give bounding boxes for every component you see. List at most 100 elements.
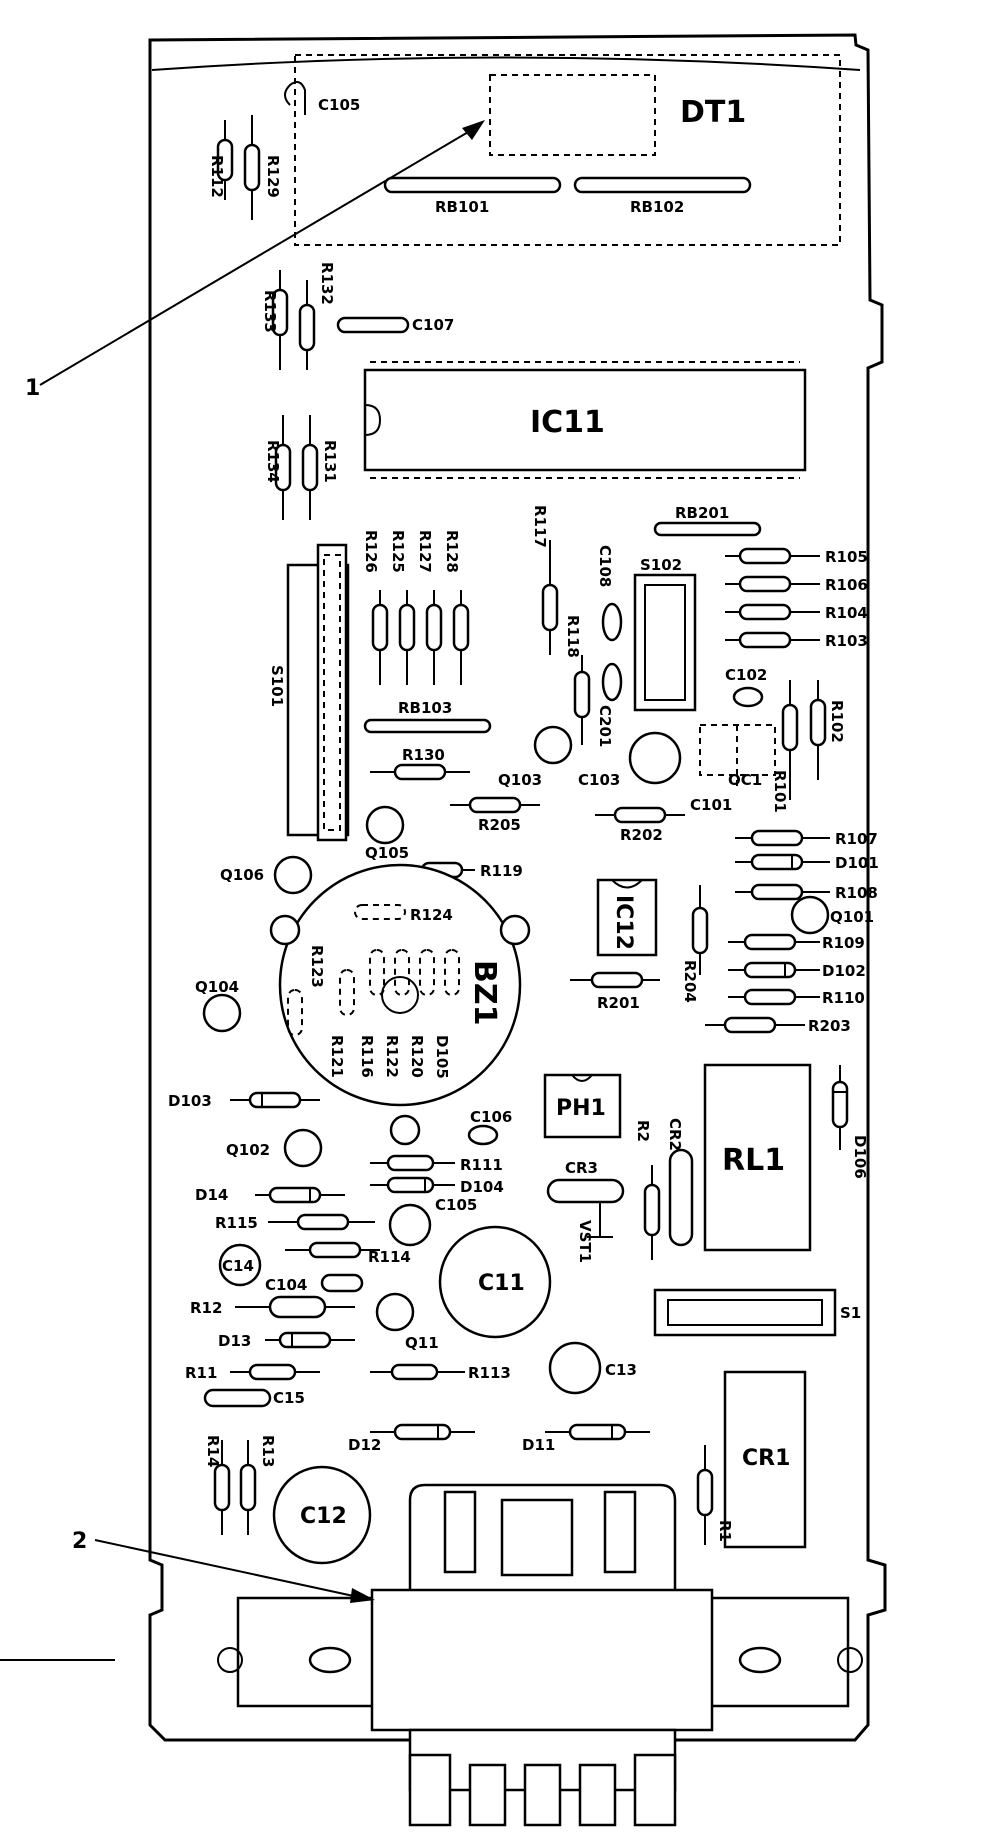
resistor-r115 <box>268 1213 375 1231</box>
varistor-vst1 <box>587 1202 613 1238</box>
callout-1-leader <box>39 124 481 386</box>
resistor-r108 <box>735 883 830 901</box>
transformer <box>217 1483 863 1827</box>
resistor-r111 <box>370 1154 455 1172</box>
label-d102: D102 <box>822 962 866 980</box>
resistor-r202 <box>595 806 685 824</box>
label-q101: Q101 <box>830 908 874 926</box>
resistor-r133 <box>271 270 289 370</box>
label-rb103: RB103 <box>398 699 452 717</box>
ic-ic12 <box>596 878 658 957</box>
label-cr2: CR2 <box>666 1118 684 1151</box>
buzzer-bz1 <box>269 863 531 1146</box>
label-r133: R133 <box>261 290 279 333</box>
label-q102: Q102 <box>226 1141 270 1159</box>
resistor-r205 <box>450 796 540 814</box>
label-s1: S1 <box>840 1304 861 1322</box>
resistor-r106 <box>725 575 820 593</box>
label-q104: Q104 <box>195 978 239 996</box>
capacitor-c105 <box>284 80 306 115</box>
label-r12: R12 <box>190 1299 222 1317</box>
label-bz1: BZ1 <box>467 960 502 1026</box>
resistor-r129 <box>243 115 261 220</box>
resistor-r131 <box>301 415 319 520</box>
resistor-r123 <box>287 989 303 1036</box>
label-d14: D14 <box>195 1186 228 1204</box>
label-vst1: VST1 <box>576 1220 594 1263</box>
label-cr3: CR3 <box>565 1159 598 1177</box>
capacitor-cr3 <box>546 1178 625 1204</box>
capacitor-c106 <box>467 1124 499 1146</box>
label-s102: S102 <box>640 556 682 574</box>
capacitor-c107 <box>336 316 410 334</box>
resistor-r203 <box>705 1016 805 1034</box>
label-r119: R119 <box>480 862 523 880</box>
diode-d102 <box>728 961 820 979</box>
label-r14: R14 <box>204 1435 222 1467</box>
resistor-r134 <box>274 415 292 520</box>
label-r13: R13 <box>259 1435 277 1467</box>
resistor-r126 <box>371 590 389 685</box>
callout-1-number: 1 <box>25 376 40 401</box>
capacitor-c13 <box>548 1341 602 1395</box>
resistor-bank-rb101 <box>383 176 562 194</box>
label-r201: R201 <box>597 994 640 1012</box>
callout-2-arrowhead <box>350 1588 375 1603</box>
capacitor-c12 <box>272 1465 372 1565</box>
label-c104: C104 <box>265 1276 307 1294</box>
label-d104: D104 <box>460 1178 504 1196</box>
resistor-r127 <box>425 590 443 685</box>
label-r117: R117 <box>531 505 549 548</box>
resistor-r120 <box>419 949 435 996</box>
diode-d106 <box>831 1065 849 1150</box>
label-c14: C14 <box>222 1257 254 1275</box>
capacitor-c108 <box>601 602 623 642</box>
optocoupler-oc1 <box>699 724 776 790</box>
label-c107: C107 <box>412 316 454 334</box>
label-r125: R125 <box>389 530 407 573</box>
label-c12: C12 <box>300 1504 347 1529</box>
label-rb101: RB101 <box>435 198 489 216</box>
capacitor-c201 <box>601 662 623 702</box>
capacitor-c105-lower <box>388 1203 432 1247</box>
switch-s102 <box>633 573 697 712</box>
label-c101: C101 <box>690 796 732 814</box>
label-c11: C11 <box>478 1271 525 1296</box>
label-r121: R121 <box>328 1035 346 1078</box>
resistor-r121 <box>339 969 355 1016</box>
resistor-r132 <box>298 280 316 370</box>
label-c103: C103 <box>578 771 620 789</box>
label-d105: D105 <box>433 1035 451 1079</box>
callout-1-arrowhead <box>462 120 485 140</box>
resistor-r204 <box>691 885 709 975</box>
label-q106: Q106 <box>220 866 264 884</box>
label-q103: Q103 <box>498 771 542 789</box>
transistor-q11 <box>375 1292 415 1332</box>
label-r130: R130 <box>402 746 445 764</box>
label-ic11: IC11 <box>530 405 605 440</box>
label-d12: D12 <box>348 1436 381 1454</box>
capacitor-cr1 <box>723 1370 807 1549</box>
label-ph1: PH1 <box>556 1096 606 1121</box>
label-r103: R103 <box>825 632 868 650</box>
label-dt1: DT1 <box>680 95 746 130</box>
resistor-r117 <box>541 540 559 655</box>
diode-d103 <box>230 1091 320 1109</box>
label-c15: C15 <box>273 1389 305 1407</box>
capacitor-c103 <box>628 731 682 785</box>
resistor-bank-rb103 <box>363 718 492 734</box>
label-r1: R1 <box>716 1520 734 1542</box>
transistor-q101 <box>790 895 830 935</box>
relay-rl1 <box>703 1063 812 1252</box>
resistor-r116 <box>369 949 385 996</box>
resistor-r12 <box>235 1295 355 1319</box>
label-oc1: OC1 <box>728 771 762 789</box>
diode-d105 <box>444 949 460 996</box>
display-dt1-inner <box>489 74 656 156</box>
resistor-r201 <box>570 971 660 989</box>
label-r131: R131 <box>321 440 339 483</box>
diode-d11 <box>545 1423 650 1441</box>
resistor-r113 <box>370 1363 465 1381</box>
capacitor-c104 <box>320 1273 364 1293</box>
label-r113: R113 <box>468 1364 511 1382</box>
